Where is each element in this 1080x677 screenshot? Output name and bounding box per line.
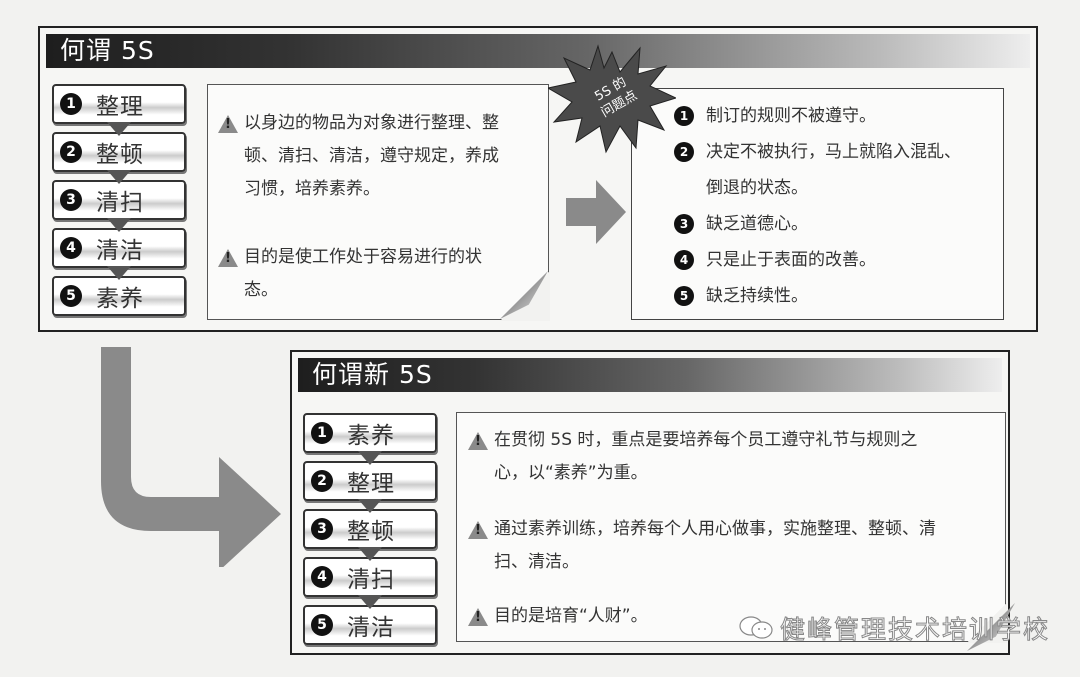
problem-item: 1 制订的规则不被遵守。 [674, 98, 966, 134]
down-arrow-icon [107, 218, 131, 232]
step-item: 3 清扫 [52, 180, 186, 232]
right-arrow-icon [566, 180, 626, 244]
step-label: 整理 [347, 471, 395, 497]
step-item: 4 清洁 [52, 228, 186, 280]
step-item: 3 整顿 [303, 509, 437, 561]
wechat-icon [739, 616, 773, 639]
bottom-steps-list: 1 素养 2 整理 3 整顿 4 清扫 5 清洁 [303, 413, 437, 653]
bottom-description-note [456, 412, 1007, 643]
top-steps-list: 1 整理 2 整顿 3 清扫 4 清洁 5 素养 [52, 84, 186, 324]
note-paragraph: 以身边的物品为对象进行整理、整顿、清扫、清洁，遵守规定，养成习惯，培养素养。 [218, 107, 508, 206]
step-item: 4 清扫 [303, 557, 437, 609]
problem-item: 3 缺乏道德心。 [674, 206, 966, 242]
step-label: 清扫 [347, 567, 395, 593]
note-paragraph: 在贯彻 5S 时，重点是要培养每个员工遵守礼节与规则之心，以“素养”为重。 [468, 424, 948, 490]
step-number-4: 4 [311, 566, 333, 588]
down-arrow-icon [358, 451, 382, 465]
top-description-note [207, 84, 550, 321]
problem-item: 5 缺乏持续性。 [674, 278, 966, 314]
page-curl-icon [500, 271, 550, 321]
step-label: 清洁 [96, 238, 144, 264]
warning-icon [468, 521, 488, 539]
step-item: 2 整顿 [52, 132, 186, 184]
problem-item: 4 只是止于表面的改善。 [674, 242, 966, 278]
step-number-2: 2 [311, 470, 333, 492]
step-label: 整顿 [96, 142, 144, 168]
note-paragraph: 目的是使工作处于容易进行的状态。 [218, 241, 508, 307]
starburst-icon [548, 44, 676, 154]
step-number-5: 5 [311, 614, 333, 636]
step-number-3: 3 [311, 518, 333, 540]
down-arrow-icon [107, 266, 131, 280]
warning-icon [218, 249, 238, 267]
warning-icon [468, 608, 488, 626]
step-label: 整顿 [347, 519, 395, 545]
step-number-4: 4 [60, 237, 82, 259]
step-number-1: 1 [311, 422, 333, 444]
warning-icon [218, 115, 238, 133]
step-item: 1 素养 [303, 413, 437, 465]
step-label: 整理 [96, 94, 144, 120]
step-number-2: 2 [60, 141, 82, 163]
note-paragraph: 通过素养训练，培养每个人用心做事，实施整理、整顿、清扫、清洁。 [468, 513, 948, 579]
warning-icon [468, 432, 488, 450]
problem-item: 2 决定不被执行，马上就陷入混乱、倒退的状态。 [674, 134, 966, 206]
down-arrow-icon [358, 499, 382, 513]
step-number-1: 1 [60, 93, 82, 115]
watermark: 健峰管理技术培训学校 [738, 610, 1050, 646]
step-label: 清洁 [347, 615, 395, 641]
step-item: 5 清洁 [303, 605, 437, 645]
bend-arrow-icon [101, 347, 281, 567]
panel-title: 何谓新 5S [298, 358, 1002, 392]
step-number-5: 5 [60, 285, 82, 307]
panel-title: 何谓 5S [46, 34, 1030, 68]
step-item: 1 整理 [52, 84, 186, 136]
page-curl-icon [967, 603, 1007, 643]
down-arrow-icon [358, 595, 382, 609]
down-arrow-icon [107, 170, 131, 184]
down-arrow-icon [107, 122, 131, 136]
note-paragraph: 目的是培育“人财”。 [468, 600, 948, 633]
step-label: 素养 [96, 286, 144, 312]
problems-list: 1 制订的规则不被遵守。 2 决定不被执行，马上就陷入混乱、倒退的状态。 3 缺… [674, 98, 966, 314]
step-number-3: 3 [60, 189, 82, 211]
problems-box [631, 88, 1004, 320]
down-arrow-icon [358, 547, 382, 561]
step-item: 2 整理 [303, 461, 437, 513]
step-item: 5 素养 [52, 276, 186, 316]
step-label: 素养 [347, 423, 395, 449]
step-label: 清扫 [96, 190, 144, 216]
